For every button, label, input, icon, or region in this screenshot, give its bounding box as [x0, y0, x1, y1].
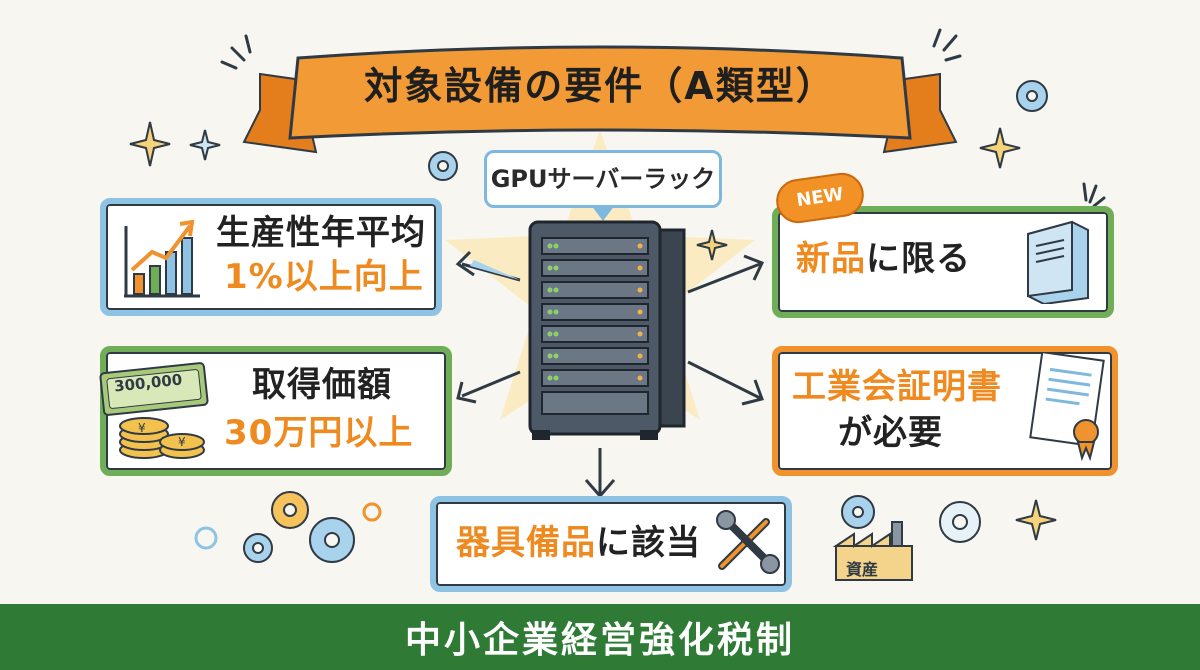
asset-label: 資産 — [846, 560, 879, 579]
productivity-card: 生産性年平均 1%以上向上 — [100, 198, 442, 316]
equipment-text: 器具備品に該当 — [456, 522, 701, 564]
growth-chart-icon — [124, 219, 200, 298]
new-only-text: 新品に限る — [796, 238, 971, 280]
desktop-tower-icon — [1027, 220, 1089, 304]
page-title: 対象設備の要件（A類型） — [364, 64, 836, 108]
title-ribbon — [242, 45, 958, 154]
seal-icon — [1073, 419, 1099, 445]
productivity-line2: 1%以上向上 — [224, 257, 424, 297]
sparkle-icon — [696, 229, 728, 261]
equipment-rest: に該当 — [596, 523, 701, 563]
arrow-to-acquisition — [461, 370, 521, 398]
footer-title: 中小企業経営強化税制 — [404, 620, 795, 661]
server-rack-icon — [528, 220, 686, 440]
productivity-line1: 生産性年平均 — [216, 213, 426, 253]
arrow-to-productivity — [461, 262, 521, 282]
acquisition-line2: 30万円以上 — [224, 413, 414, 453]
certificate-card: 工業会証明書 が必要 — [772, 346, 1118, 476]
sparkle-icon — [189, 129, 221, 161]
new-only-rest: に限る — [866, 239, 971, 279]
tools-icon — [716, 510, 780, 574]
ring-icon — [194, 526, 218, 550]
new-only-card: 新品に限る — [772, 206, 1114, 318]
svg-text:¥: ¥ — [178, 435, 186, 449]
new-only-highlight: 新品 — [796, 239, 866, 279]
certificate-line1: 工業会証明書 — [792, 367, 1002, 407]
certificate-document-icon — [1029, 352, 1105, 462]
equipment-highlight: 器具備品 — [456, 523, 596, 563]
factory-icon — [832, 521, 913, 581]
svg-text:¥: ¥ — [138, 421, 146, 435]
acquisition-card: ¥ ¥ 300,000 取得価額 30万円以上 — [99, 346, 452, 476]
server-callout: GPUサーバーラック — [484, 150, 722, 221]
acquisition-line1: 取得価額 — [252, 365, 392, 405]
money-icon: ¥ ¥ — [99, 362, 209, 459]
arrow-to-new — [687, 262, 761, 294]
footer-bar — [0, 604, 1200, 670]
sparkle-icon — [1015, 499, 1057, 541]
sparkle-icon — [129, 121, 171, 167]
sparkle-icon — [979, 127, 1021, 169]
ribbon-body — [288, 45, 912, 140]
equipment-card: 器具備品に該当 — [430, 496, 792, 592]
certificate-line2: が必要 — [838, 413, 943, 453]
ring-icon — [362, 502, 382, 522]
arrow-to-certificate — [687, 360, 761, 400]
